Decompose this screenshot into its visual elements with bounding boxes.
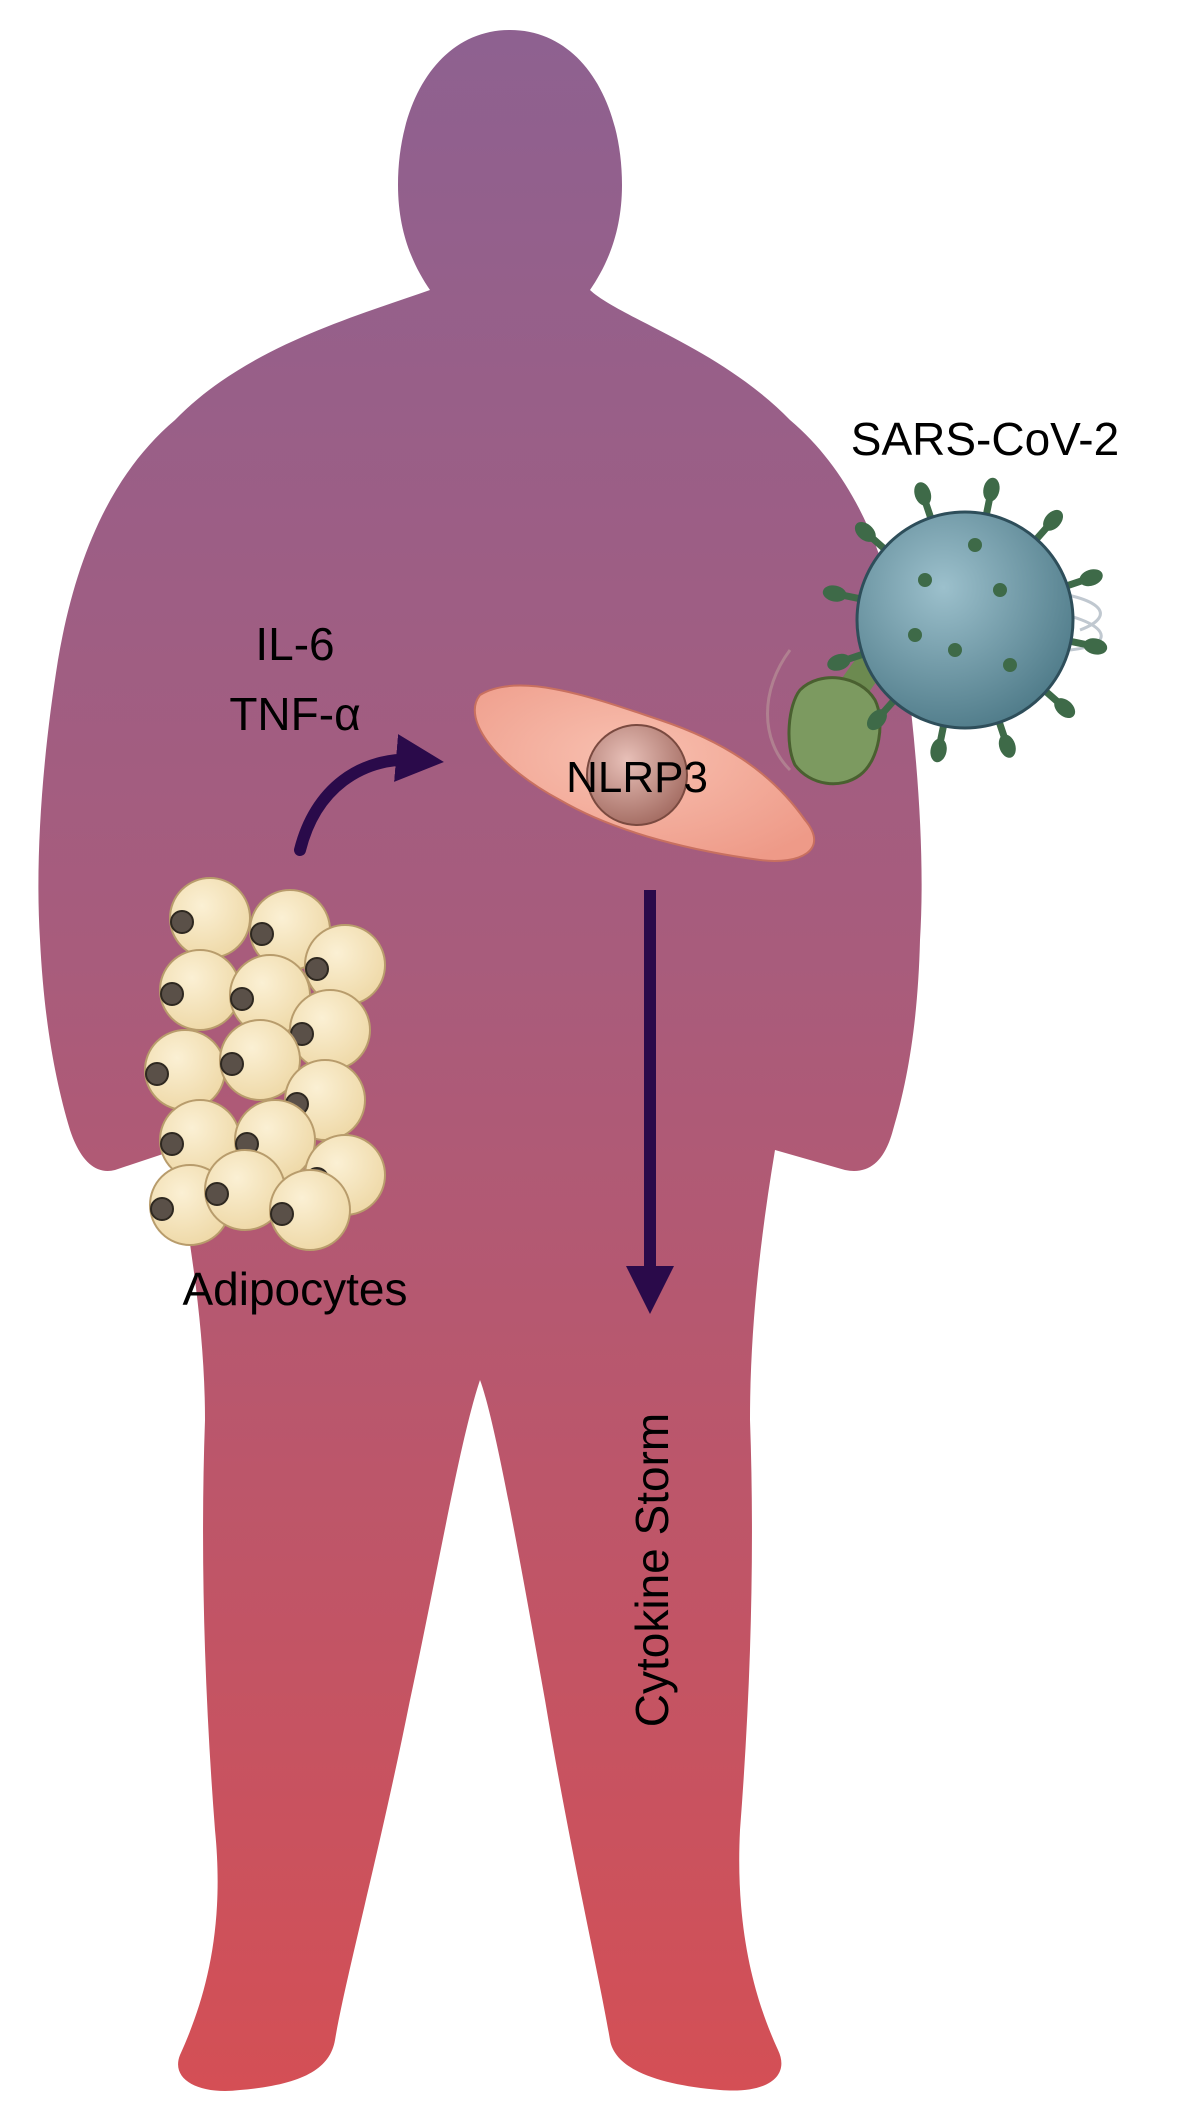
adipocyte-cluster-icon bbox=[144, 877, 386, 1251]
adipocyte-nucleus bbox=[160, 982, 184, 1006]
adipocyte-nucleus bbox=[160, 1132, 184, 1156]
adipocytes-label: Adipocytes bbox=[182, 1263, 407, 1315]
adipocyte bbox=[289, 989, 371, 1071]
nlrp3-label: NLRP3 bbox=[566, 753, 708, 802]
adipokine-arrow bbox=[294, 734, 444, 856]
cytokine-storm-label: Cytokine Storm bbox=[626, 1413, 678, 1727]
surface-protein bbox=[918, 573, 932, 587]
spike-protein bbox=[1029, 509, 1064, 547]
surface-protein bbox=[993, 583, 1007, 597]
virus-icon bbox=[822, 477, 1108, 763]
tnf-alpha-label: TNF-α bbox=[229, 688, 360, 740]
adipocyte bbox=[304, 924, 386, 1006]
adipocyte-nucleus bbox=[220, 1052, 244, 1076]
adipocyte bbox=[219, 1019, 301, 1101]
adipocyte bbox=[204, 1149, 286, 1231]
virus-label: SARS-CoV-2 bbox=[851, 413, 1119, 465]
surface-protein bbox=[1003, 658, 1017, 672]
human-silhouette bbox=[38, 30, 922, 2091]
surface-protein bbox=[948, 643, 962, 657]
spike-protein bbox=[1038, 684, 1076, 719]
surface-protein bbox=[908, 628, 922, 642]
adipocyte-nucleus bbox=[170, 910, 194, 934]
adipocyte bbox=[144, 1029, 226, 1111]
adipocyte-nucleus bbox=[270, 1202, 294, 1226]
adipocyte bbox=[269, 1169, 351, 1251]
adipocyte-nucleus bbox=[230, 987, 254, 1011]
spike-protein bbox=[1059, 569, 1103, 591]
il6-label: IL-6 bbox=[255, 618, 334, 670]
adipocyte-nucleus bbox=[150, 1197, 174, 1221]
motion-line bbox=[766, 649, 792, 772]
spike-protein bbox=[914, 482, 936, 526]
adipocyte-nucleus bbox=[250, 922, 274, 946]
adipocyte bbox=[169, 877, 251, 959]
adipocyte bbox=[159, 949, 241, 1031]
fist bbox=[787, 676, 882, 786]
surface-protein bbox=[968, 538, 982, 552]
body-silhouette bbox=[38, 30, 922, 2091]
spike-protein bbox=[994, 714, 1016, 758]
adipocyte-nucleus bbox=[305, 957, 329, 981]
adipocyte-nucleus bbox=[145, 1062, 169, 1086]
nucleus bbox=[586, 724, 688, 826]
virus-envelope bbox=[855, 510, 1075, 730]
macrophage-cell-icon bbox=[473, 684, 816, 862]
adipocyte-nucleus bbox=[205, 1182, 229, 1206]
